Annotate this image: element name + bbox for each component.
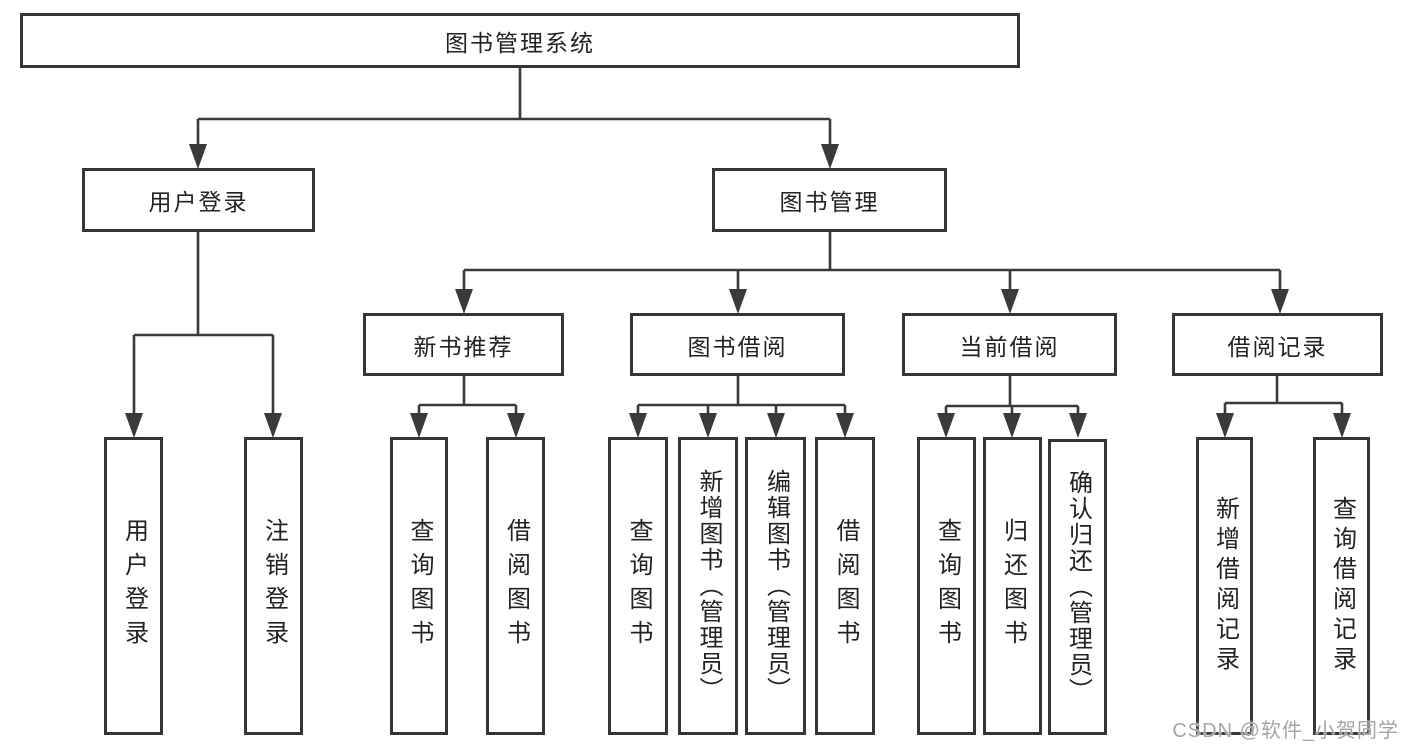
leaf-label: 借阅图书 [832, 518, 859, 654]
leaf-add-books-admin: 新增图书（管理员） [678, 437, 738, 735]
leaf-add-borrow-record: 新增借阅记录 [1196, 437, 1253, 735]
leaf-label: 注销登录 [260, 518, 288, 654]
leaf-logout: 注销登录 [244, 437, 303, 735]
leaf-label: 借阅图书 [502, 518, 530, 654]
node-current-borrow: 当前借阅 [902, 313, 1117, 376]
node-book-borrow: 图书借阅 [630, 313, 845, 376]
leaf-return-books: 归还图书 [983, 437, 1042, 735]
leaf-borrow-books-1: 借阅图书 [486, 437, 545, 735]
leaf-label: 查询图书 [406, 518, 433, 654]
leaf-query-books-3: 查询图书 [917, 437, 976, 735]
leaf-label: 新增借阅记录 [1211, 496, 1239, 676]
node-borrow-records: 借阅记录 [1172, 313, 1383, 376]
leaf-label: 编辑图书（管理员） [762, 469, 790, 703]
node-new-book-recommend: 新书推荐 [363, 313, 564, 376]
leaf-confirm-return-admin: 确认归还（管理员） [1048, 439, 1107, 735]
leaf-borrow-books-2: 借阅图书 [815, 437, 875, 735]
leaf-label: 归还图书 [999, 518, 1027, 654]
arrowheads [125, 144, 1351, 438]
node-book-management-branch: 图书管理 [712, 168, 947, 232]
leaf-edit-books-admin: 编辑图书（管理员） [745, 437, 806, 735]
leaf-user-login: 用户登录 [104, 437, 163, 735]
leaf-label: 查询借阅记录 [1328, 496, 1356, 676]
leaf-label: 确认归还（管理员） [1064, 470, 1092, 704]
leaf-label: 用户登录 [120, 518, 148, 654]
leaf-query-books-1: 查询图书 [390, 437, 448, 735]
leaf-label: 查询图书 [625, 518, 652, 654]
leaf-label: 查询图书 [933, 518, 961, 654]
leaf-query-books-2: 查询图书 [608, 437, 668, 735]
node-user-login-branch: 用户登录 [82, 168, 315, 232]
node-root: 图书管理系统 [20, 13, 1020, 68]
leaf-query-borrow-record: 查询借阅记录 [1313, 437, 1370, 735]
leaf-label: 新增图书（管理员） [695, 469, 722, 703]
